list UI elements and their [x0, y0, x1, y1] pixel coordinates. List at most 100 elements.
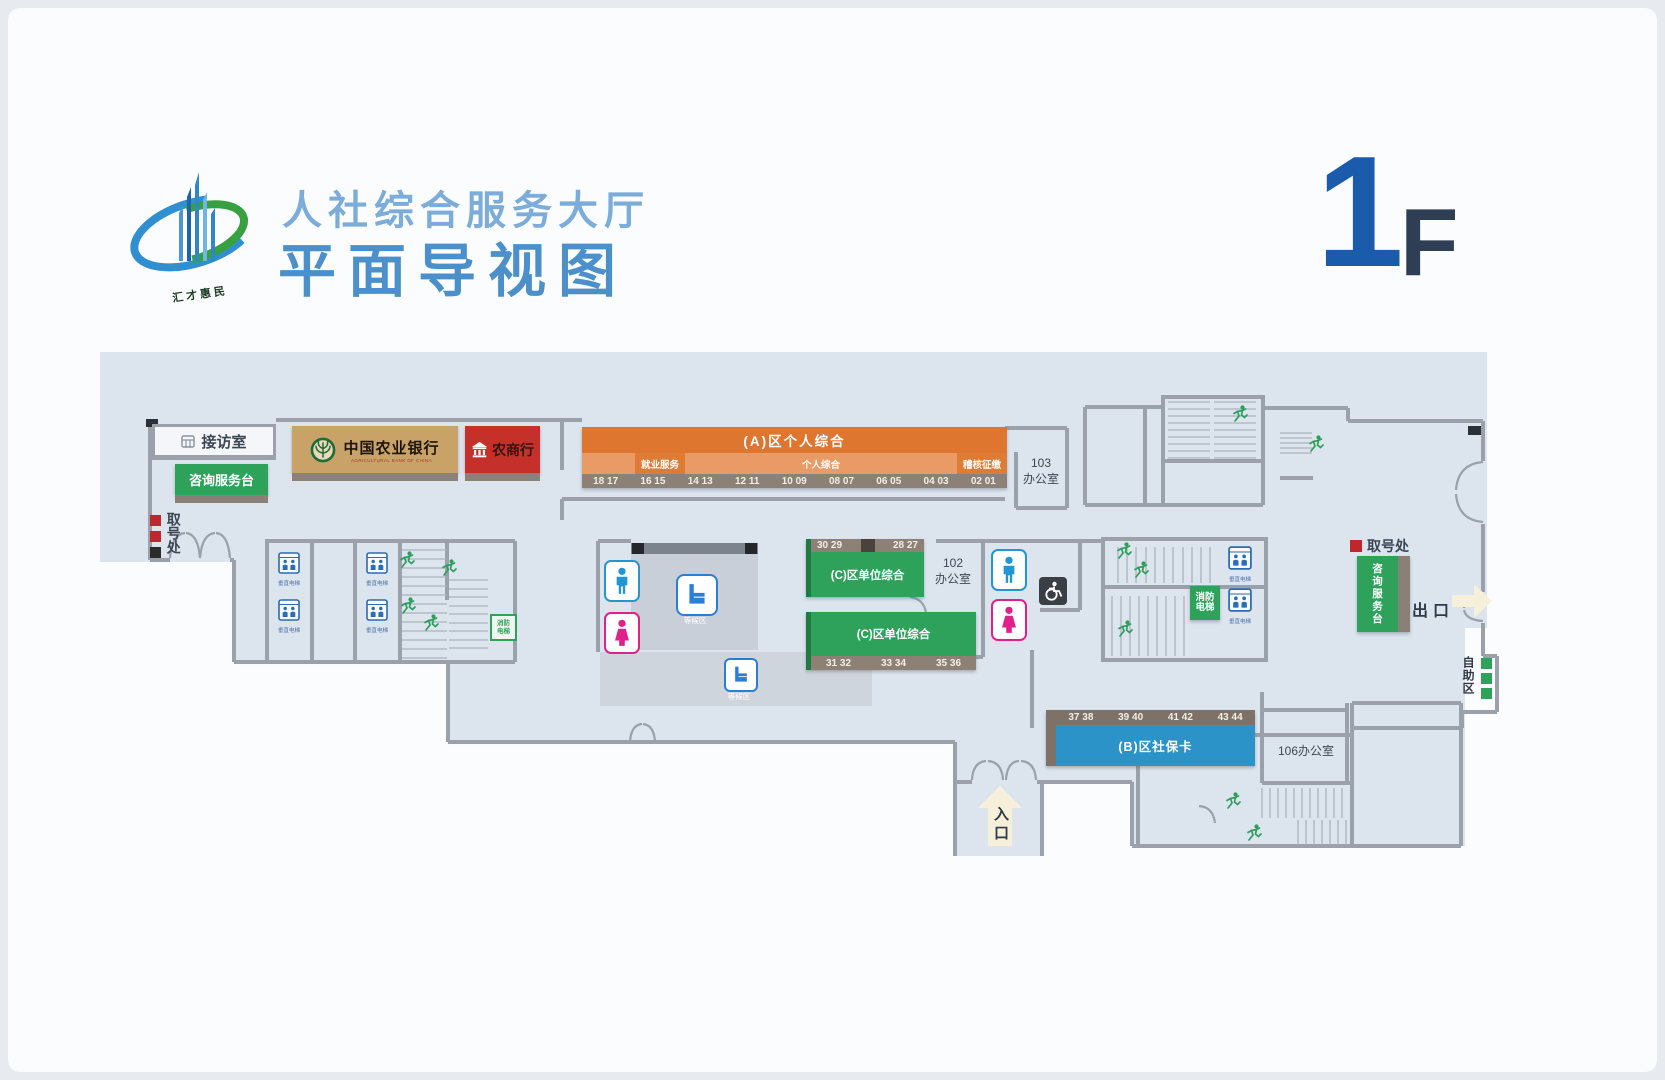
waiting-seat-icon — [676, 574, 718, 616]
wheelchair-access-icon — [1039, 577, 1067, 605]
self-service-area: 自助区 — [1460, 656, 1492, 699]
consult-desk-vertical: 咨询服务台 — [1357, 556, 1410, 632]
rural-bank-name: 农商行 — [492, 441, 534, 458]
office-102-number: 102 — [942, 556, 964, 570]
consult-desk-vertical-counter — [1398, 556, 1410, 632]
elevator-icon: 垂直电梯 — [1228, 588, 1257, 625]
fire-elevator-small-sign: 消防电梯 — [490, 614, 517, 641]
window-number: 41 42 — [1167, 712, 1193, 723]
elevator-label: 垂直电梯 — [365, 581, 388, 587]
elevator-icon: 垂直电梯 — [278, 599, 306, 634]
floor-indicator: 1 F — [1316, 124, 1459, 300]
zone-b-edge — [1046, 710, 1056, 766]
waiting-label-2: 等候区 — [727, 692, 751, 701]
exit-arrow — [1452, 584, 1492, 618]
org-logo-graphic — [130, 172, 258, 272]
wall-sign-small-right — [1468, 426, 1481, 435]
entrance-label: 入口 — [992, 806, 1009, 844]
ticket-machine-icon — [150, 515, 161, 526]
waiting-seat-icon — [724, 658, 758, 692]
window-number: 14 13 — [687, 475, 713, 487]
fire-elevator-small-label: 消防电梯 — [497, 620, 510, 635]
window-number: 39 40 — [1118, 712, 1144, 723]
page-title: 平面导视图 — [278, 239, 629, 304]
window-number: 37 38 — [1068, 712, 1094, 723]
zone-c2-edge — [806, 612, 811, 670]
ticket-machines-left — [150, 512, 161, 558]
window-number: 04 03 — [923, 475, 949, 487]
consult-desk: 咨询服务台 — [175, 464, 268, 495]
zone-a-section-personal: 个人综合 — [685, 453, 957, 474]
reception-icon — [181, 435, 196, 448]
ticket-left-label: 取号处 — [165, 512, 182, 554]
zone-a-title: (A)区个人综合 — [582, 427, 1007, 453]
kiosk-icon — [1481, 673, 1492, 684]
zone-b-title: (B)区社保卡 — [1056, 725, 1255, 766]
office-102-label: 办公室 — [934, 571, 971, 586]
ticket-right-label: 取号处 — [1367, 538, 1409, 554]
window-number: 16 15 — [640, 475, 666, 487]
office-103: 103 办公室 — [1013, 456, 1069, 487]
counter-gap — [860, 539, 875, 552]
zone-c2-title: (C)区单位综合 — [811, 612, 976, 656]
zone-a-windows: 18 17 16 15 14 13 12 11 10 09 08 07 06 05 04 03… — [582, 474, 1007, 488]
zone-a-sections: 就业服务 个人综合 稽核征缴 — [582, 453, 1007, 474]
elevator-label: 垂直电梯 — [277, 581, 300, 587]
ticket-machine-icon — [1350, 540, 1362, 552]
window-number: 30 29 — [817, 540, 843, 551]
office-106: 106办公室 — [1278, 744, 1335, 758]
fire-elevator-label: 消防电梯 — [1195, 591, 1215, 613]
hall-subtitle: 人社综合服务大厅 — [282, 189, 650, 233]
window-number: 18 17 — [593, 475, 619, 487]
abc-bank-name-en: AGRICULTURAL BANK OF CHINA — [351, 457, 432, 463]
window-number: 28 27 — [892, 540, 918, 551]
waiting-block-counter — [631, 543, 758, 554]
zone-c1-windows: 30 29 28 27 — [811, 539, 924, 552]
consult-desk-vertical-label: 咨询服务台 — [1371, 562, 1383, 626]
ticket-area-left: 取号处 — [150, 512, 182, 558]
kiosk-icon — [1481, 688, 1492, 699]
waiting-block: 等候区 — [631, 543, 758, 650]
zone-a-section-blank — [582, 453, 635, 474]
female-toilet-icon — [991, 599, 1027, 641]
rural-bank: 农商行 — [465, 426, 540, 473]
kiosk-icon — [1481, 658, 1492, 669]
male-toilet-icon — [604, 560, 640, 602]
zone-c1: 30 29 28 27 (C)区单位综合 — [806, 539, 924, 597]
door-swings — [168, 460, 1484, 824]
reception-room: 接访室 — [152, 424, 276, 458]
zone-a-section-employment: 就业服务 — [635, 453, 685, 474]
org-logo — [116, 158, 272, 308]
office-103-label: 办公室 — [1022, 471, 1059, 486]
elevator-icon: 垂直电梯 — [366, 552, 394, 587]
window-number: 08 07 — [828, 475, 855, 487]
window-number: 10 09 — [781, 475, 807, 487]
window-number: 31 32 — [825, 657, 852, 669]
ticket-machine-icon — [150, 547, 161, 558]
window-number: 06 05 — [876, 475, 902, 487]
abc-bank: 中国农业银行 AGRICULTURAL BANK OF CHINA — [292, 426, 458, 473]
floor-letter: F — [1399, 188, 1459, 296]
rural-bank-counter — [465, 473, 540, 481]
ticket-area-right: 取号处 — [1350, 536, 1409, 556]
office-102: 102 办公室 — [925, 556, 981, 587]
elevator-label: 垂直电梯 — [1228, 619, 1251, 625]
office-103-number: 103 — [1030, 456, 1052, 470]
male-toilet-icon — [991, 549, 1027, 591]
consult-desk-counter — [175, 495, 268, 503]
window-number: 12 11 — [734, 475, 760, 487]
consult-desk-label: 咨询服务台 — [188, 473, 254, 488]
elevator-icon: 垂直电梯 — [278, 552, 306, 587]
abc-bank-name: 中国农业银行 — [343, 439, 440, 457]
floor-number: 1 — [1316, 124, 1404, 300]
abc-bank-logo — [311, 437, 336, 462]
window-number: 02 01 — [970, 475, 996, 487]
elevator-icon: 垂直电梯 — [366, 599, 394, 634]
consult-desk-vertical-body: 咨询服务台 — [1357, 556, 1398, 632]
zone-c1-title: (C)区单位综合 — [811, 552, 924, 597]
